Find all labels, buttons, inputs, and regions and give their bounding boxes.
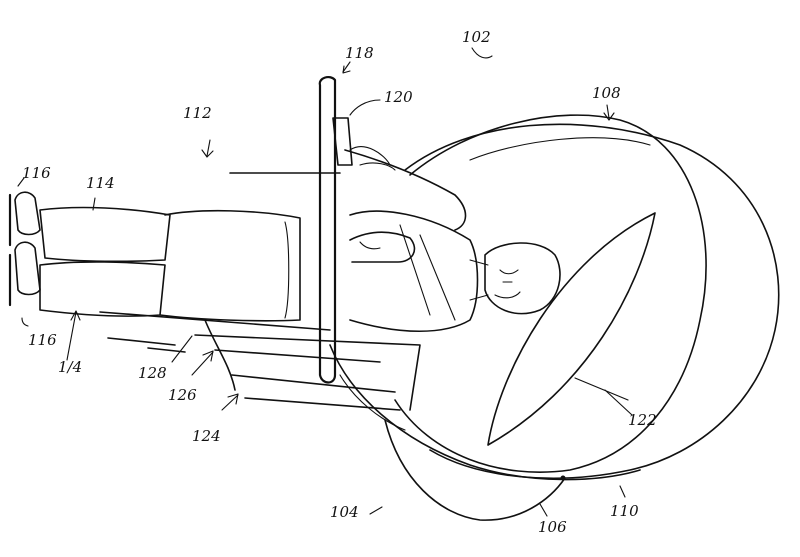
reference-numerals: 102 108 118 120 112 116 114 116 1/4 128 … <box>22 28 657 536</box>
seated-person <box>14 149 561 333</box>
ref-102: 102 <box>462 28 491 46</box>
seat-frame <box>99 172 421 411</box>
ref-118: 118 <box>345 44 374 62</box>
ref-116-top: 116 <box>22 164 51 182</box>
ref-126: 126 <box>168 386 197 404</box>
ref-110: 110 <box>610 502 639 520</box>
canopy-dome <box>394 114 707 473</box>
outer-rim-ring <box>329 123 780 481</box>
ref-128: 128 <box>138 364 167 382</box>
ref-114-bottom: 1/4 <box>58 358 82 376</box>
ref-112: 112 <box>183 104 212 122</box>
pivot-point <box>560 475 566 481</box>
ref-106: 106 <box>538 518 567 536</box>
base-shell <box>384 419 566 521</box>
ref-114-top: 114 <box>86 174 115 192</box>
ref-124: 124 <box>192 427 221 445</box>
ref-116-bottom: 116 <box>28 331 57 349</box>
leader-lines <box>17 47 633 517</box>
support-rail <box>318 76 406 431</box>
ref-120: 120 <box>384 88 413 106</box>
handle-clamp <box>332 117 391 166</box>
display-panel <box>487 212 656 446</box>
ref-108: 108 <box>592 84 621 102</box>
ref-104: 104 <box>330 503 359 521</box>
ref-122: 122 <box>628 411 657 429</box>
